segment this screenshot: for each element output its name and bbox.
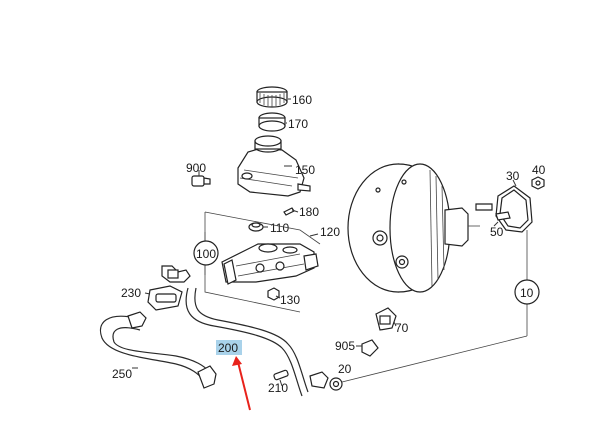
label-170: 170: [288, 117, 308, 131]
group-bracket-10: [341, 230, 528, 383]
brake-booster[interactable]: [347, 163, 480, 293]
label-10: 10: [520, 286, 534, 300]
label-900: 900: [186, 161, 206, 175]
label-250: 250: [112, 367, 132, 381]
label-210: 210: [268, 381, 288, 395]
callout-100[interactable]: 100: [193, 240, 219, 266]
nut-130[interactable]: [267, 287, 280, 301]
label-200[interactable]: 200: [218, 341, 238, 355]
label-230: 230: [121, 286, 141, 300]
sensor-70[interactable]: [375, 307, 397, 331]
label-30: 30: [506, 169, 520, 183]
hose-200[interactable]: [185, 287, 309, 397]
label-50: 50: [490, 225, 504, 239]
label-120: 120: [320, 225, 340, 239]
label-70: 70: [395, 321, 409, 335]
label-20: 20: [338, 362, 352, 376]
label-180: 180: [299, 205, 319, 219]
bolt-50[interactable]: [475, 203, 511, 221]
label-130: 130: [280, 293, 300, 307]
master-cylinder[interactable]: [221, 243, 319, 285]
label-100: 100: [196, 247, 216, 261]
check-valve-905[interactable]: [361, 339, 379, 357]
label-905: 905: [335, 339, 355, 353]
reservoir-cap[interactable]: [256, 86, 288, 108]
reservoir-strainer[interactable]: [258, 112, 286, 132]
screw-180[interactable]: [283, 207, 299, 216]
label-110: 110: [270, 221, 289, 235]
clip-230[interactable]: [161, 265, 191, 283]
pin-210[interactable]: [273, 369, 289, 381]
plug-900[interactable]: [191, 175, 211, 187]
label-150: 150: [295, 163, 315, 177]
callout-10[interactable]: 10: [514, 279, 540, 305]
sensor-230[interactable]: [147, 285, 183, 311]
hose-250[interactable]: [99, 311, 217, 389]
brake-fluid-reservoir[interactable]: [237, 135, 311, 197]
label-40: 40: [532, 163, 546, 177]
fitting-20[interactable]: [309, 371, 343, 391]
red-pointer-arrow-icon: [232, 356, 251, 411]
highlight-200: [216, 340, 242, 355]
label-160: 160: [292, 93, 312, 107]
nut-40[interactable]: [531, 176, 545, 190]
seal-110[interactable]: [248, 222, 264, 232]
